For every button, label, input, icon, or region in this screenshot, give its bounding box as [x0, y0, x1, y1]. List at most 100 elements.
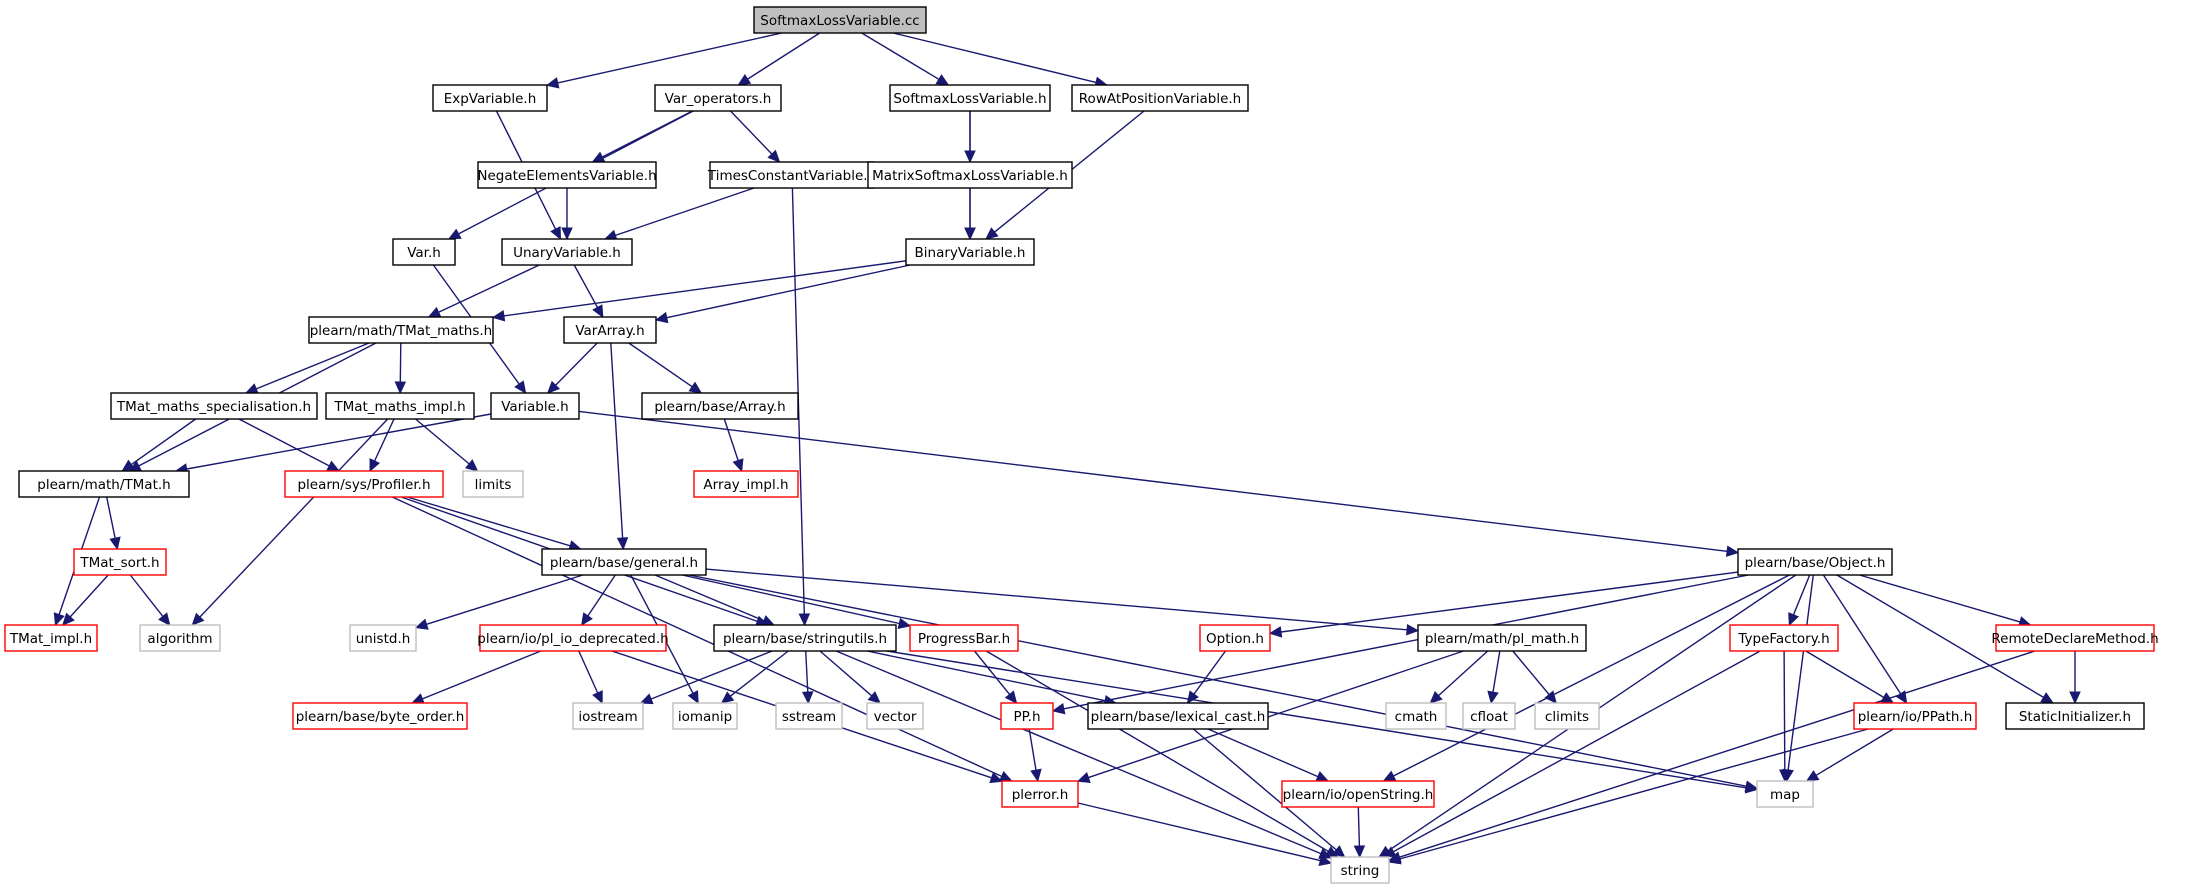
node-label: ExpVariable.h	[444, 91, 537, 107]
edge-line	[1399, 728, 1869, 860]
node-ppath[interactable]: plearn/io/PPath.h	[1853, 702, 1977, 730]
edge-line	[805, 650, 809, 693]
node-lexical[interactable]: plearn/base/lexical_cast.h	[1087, 702, 1269, 730]
node-tmatspec[interactable]: TMat_maths_specialisation.h	[110, 392, 318, 420]
edge-line	[886, 650, 1747, 789]
node-variableh[interactable]: Variable.h	[490, 392, 580, 420]
node-expvar[interactable]: ExpVariable.h	[432, 84, 548, 112]
edge-line	[1193, 650, 1227, 695]
node-pliodep[interactable]: plearn/io/pl_io_deprecated.h	[477, 624, 669, 652]
edge-line	[688, 574, 1747, 787]
node-label: plearn/io/pl_io_deprecated.h	[477, 631, 668, 647]
node-rowat[interactable]: RowAtPositionVariable.h	[1071, 84, 1249, 112]
node-softmaxh[interactable]: SoftmaxLossVariable.h	[889, 84, 1051, 112]
node-box	[672, 702, 738, 730]
node-tmatimpl[interactable]: TMat_impl.h	[4, 624, 98, 652]
node-timesconst[interactable]: TimesConstantVariable.h	[707, 161, 876, 189]
node-matrixsoft[interactable]: MatrixSoftmaxLossVariable.h	[867, 161, 1073, 189]
edge-line	[1399, 650, 2036, 858]
node-label: Array_impl.h	[703, 477, 788, 493]
node-varops[interactable]: Var_operators.h	[654, 84, 782, 112]
edge-ppath-to-map	[1805, 728, 1894, 782]
node-objecth[interactable]: plearn/base/Object.h	[1737, 548, 1893, 576]
edge-line	[1783, 650, 1786, 771]
edge-line	[1063, 574, 1749, 710]
node-general[interactable]: plearn/base/general.h	[541, 548, 707, 576]
arrowhead	[798, 613, 811, 627]
node-staticinit[interactable]: StaticInitializer.h	[2005, 702, 2145, 730]
node-byteorder[interactable]: plearn/base/byte_order.h	[292, 702, 468, 730]
node-profiler[interactable]: plearn/sys/Profiler.h	[284, 470, 444, 498]
arrowhead	[427, 306, 442, 318]
edge-stringutils-to-iomanip	[720, 650, 789, 704]
node-openstring[interactable]: plearn/io/openString.h	[1281, 780, 1435, 808]
node-softmaxcc[interactable]: SoftmaxLossVariable.cc	[753, 6, 927, 34]
arrowhead	[1725, 545, 1740, 557]
node-varh[interactable]: Var.h	[392, 238, 456, 266]
edge-line	[1438, 650, 1489, 697]
node-box	[1462, 702, 1516, 730]
node-label: limits	[475, 477, 512, 493]
node-box	[73, 548, 167, 576]
edge-line	[1822, 574, 1902, 695]
node-plmath[interactable]: plearn/math/pl_math.h	[1417, 624, 1587, 652]
edge-general-to-progressbar	[682, 574, 912, 630]
node-box	[349, 624, 417, 652]
node-tmath[interactable]: plearn/math/TMat.h	[18, 470, 190, 498]
node-negate[interactable]: NegateElementsVariable.h	[477, 161, 657, 189]
node-binary[interactable]: BinaryVariable.h	[905, 238, 1035, 266]
arrowhead	[53, 612, 65, 627]
edge-line	[1207, 728, 1319, 778]
edge-line	[130, 418, 197, 466]
edge-remote-to-staticinit	[2069, 651, 2081, 705]
node-label: RowAtPositionVariable.h	[1079, 91, 1241, 107]
node-label: map	[1770, 787, 1800, 803]
edge-negate-to-unary	[561, 188, 573, 241]
node-typefactory[interactable]: TypeFactory.h	[1729, 624, 1839, 652]
arrowhead	[109, 536, 121, 551]
node-box	[867, 161, 1073, 189]
node-box	[1199, 624, 1271, 652]
arrowhead	[1387, 853, 1402, 865]
arrowhead	[989, 772, 1004, 784]
edge-stringutils-to-iostream	[639, 650, 773, 705]
node-tmatmaths[interactable]: plearn/math/TMat_maths.h	[308, 316, 494, 344]
edge-line	[628, 342, 693, 388]
arrowhead	[1544, 690, 1557, 704]
node-box	[477, 161, 657, 189]
edge-line	[1393, 650, 1761, 853]
node-label: TypeFactory.h	[1737, 631, 1829, 647]
node-box	[4, 624, 98, 652]
node-option[interactable]: Option.h	[1199, 624, 1271, 652]
edge-line	[747, 32, 821, 80]
node-remote[interactable]: RemoteDeclareMethod.h	[1991, 624, 2159, 652]
edge-stringutils-to-sstream	[802, 650, 814, 705]
arrowhead	[1779, 769, 1791, 783]
node-unary[interactable]: UnaryVariable.h	[501, 238, 633, 266]
node-tmatsort[interactable]: TMat_sort.h	[73, 548, 167, 576]
edge-plmath-to-cmath	[1429, 650, 1489, 704]
edge-line	[867, 650, 1106, 702]
arrowhead	[158, 612, 171, 626]
node-pph[interactable]: PP.h	[1000, 702, 1054, 730]
arrowhead	[244, 383, 259, 395]
edge-line	[578, 410, 1728, 552]
node-vararray[interactable]: VarArray.h	[563, 316, 657, 344]
edge-general-to-pliodep	[581, 574, 616, 626]
edge-line	[1077, 802, 1321, 862]
node-label: plearn/sys/Profiler.h	[297, 477, 430, 493]
node-tmatimplm[interactable]: TMat_maths_impl.h	[325, 392, 475, 420]
node-arrayimpl[interactable]: Array_impl.h	[693, 470, 799, 498]
node-box	[693, 470, 799, 498]
node-label: TMat_maths_specialisation.h	[116, 399, 311, 415]
node-label: SoftmaxLossVariable.h	[893, 91, 1046, 107]
node-stringutils[interactable]: plearn/base/stringutils.h	[713, 624, 897, 652]
node-progressbar[interactable]: ProgressBar.h	[909, 624, 1019, 652]
node-arrayh[interactable]: plearn/base/Array.h	[641, 392, 799, 420]
node-label: plearn/io/openString.h	[1283, 787, 1434, 803]
edge-tmatsort-to-algorithm	[129, 574, 171, 626]
node-plerror[interactable]: plerror.h	[1001, 780, 1079, 808]
arrowhead	[1315, 771, 1330, 782]
node-box	[1756, 780, 1814, 808]
edge-line	[373, 418, 395, 462]
